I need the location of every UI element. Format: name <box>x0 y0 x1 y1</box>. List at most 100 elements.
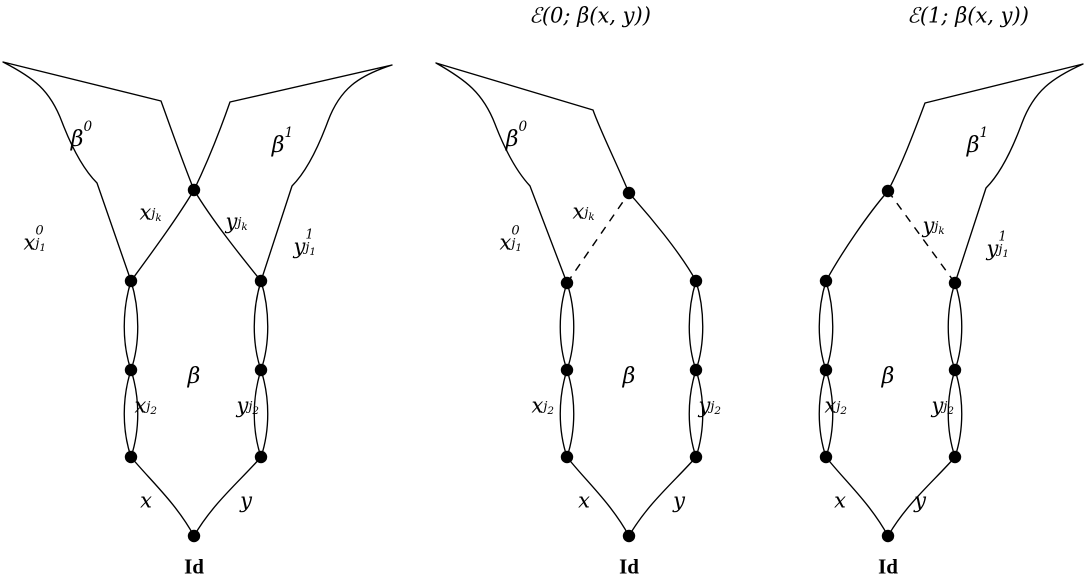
edge-left-right-bigon2-inner <box>253 280 262 371</box>
edge-y-middle: y <box>673 488 685 513</box>
edge-right-bottom-left <box>825 456 889 537</box>
edge-right-right-bigon-outer <box>954 369 963 458</box>
middle-vertex-apex <box>622 186 636 200</box>
title-middle: ℰ(0; β(x, y)) <box>529 3 651 28</box>
right-vertex-right-lower <box>948 450 962 464</box>
edge-right-left-bigon2-outer <box>818 280 827 371</box>
edge-middle-left-bigon-inner <box>566 369 575 458</box>
edge-left-left-bigon2-inner <box>130 280 139 371</box>
right-vertex-right-middle <box>948 363 962 377</box>
edge-x-middle: x <box>578 488 590 513</box>
right-vertex-apex <box>881 184 895 198</box>
edge-right-dashed-diagonal <box>887 190 956 284</box>
cell-beta-right: β <box>881 364 895 389</box>
edge-middle-right-up-to-apex <box>628 192 697 282</box>
middle-vertex-right-lower <box>689 450 703 464</box>
edge-left-left-bigon2-outer <box>123 280 132 371</box>
panel-left-geometry <box>2 61 393 537</box>
edge-middle-right-bigon-outer <box>695 369 704 458</box>
edge-left-wing-right <box>193 64 393 282</box>
edge-left-apex-right <box>193 189 262 282</box>
middle-vertex-left-upper <box>560 276 574 290</box>
vertex-dots-group <box>124 183 962 543</box>
edge-left-right-bigon-inner <box>253 369 262 458</box>
cell-beta-left: β <box>187 364 201 389</box>
edge-right-right-bigon2-inner <box>947 282 956 371</box>
edge-middle-right-bigon2-inner <box>688 280 697 371</box>
left-vertex-identity <box>187 529 201 543</box>
edge-right-left-bigon-inner <box>825 369 834 458</box>
middle-vertex-right-upper <box>689 274 703 288</box>
panel-middle-geometry <box>435 62 704 537</box>
middle-vertex-identity <box>622 529 636 543</box>
edge-left-apex-left <box>130 189 195 282</box>
middle-vertex-left-middle <box>560 363 574 377</box>
right-vertex-left-upper <box>819 274 833 288</box>
edge-middle-dashed-diagonal <box>566 192 630 284</box>
edge-left-wing-left <box>2 61 195 282</box>
right-vertex-left-lower <box>819 450 833 464</box>
edge-right-bottom-right <box>887 456 956 537</box>
edge-left-outer-left-arc-lower <box>130 456 195 537</box>
left-vertex-left-upper <box>124 274 138 288</box>
right-vertex-identity <box>881 529 895 543</box>
edge-right-wing <box>887 63 1084 284</box>
edge-x-left: x <box>140 488 152 513</box>
edge-middle-bottom-left <box>566 456 630 537</box>
right-vertex-left-middle <box>819 363 833 377</box>
edge-right-left-bigon2-inner <box>825 280 834 371</box>
id-middle: Id <box>619 554 639 579</box>
left-vertex-left-middle <box>124 363 138 377</box>
edge-middle-left-bigon-outer <box>559 369 568 458</box>
left-vertex-left-lower <box>124 450 138 464</box>
edge-right-left-bigon-outer <box>818 369 827 458</box>
left-vertex-apex <box>187 183 201 197</box>
edge-right-right-bigon-inner <box>947 369 956 458</box>
edge-y-left: y <box>240 488 252 513</box>
edge-left-left-bigon-inner <box>130 369 139 458</box>
edge-middle-bottom-right <box>628 456 697 537</box>
cell-beta-middle: β <box>622 364 636 389</box>
left-vertex-right-middle <box>254 363 268 377</box>
edge-left-right-bigon2-outer <box>260 280 269 371</box>
title-right: ℰ(1; β(x, y)) <box>907 3 1029 28</box>
edge-left-right-bigon-outer <box>260 369 269 458</box>
edge-middle-left-bigon2-outer <box>559 282 568 371</box>
middle-vertex-right-middle <box>689 363 703 377</box>
edge-right-right-bigon2-outer <box>954 282 963 371</box>
panel-right-geometry <box>818 63 1084 537</box>
edge-left-left-bigon-outer <box>123 369 132 458</box>
id-right: Id <box>878 554 898 579</box>
id-left: Id <box>184 554 204 579</box>
edge-middle-right-bigon2-outer <box>695 280 704 371</box>
edge-middle-right-bigon-inner <box>688 369 697 458</box>
left-vertex-right-upper <box>254 274 268 288</box>
edge-middle-wing <box>435 62 630 284</box>
edge-y-right: y <box>914 488 926 513</box>
edge-middle-left-bigon2-inner <box>566 282 575 371</box>
edge-x-right: x <box>834 488 846 513</box>
edge-right-left-up-to-apex <box>825 190 889 282</box>
middle-vertex-left-lower <box>560 450 574 464</box>
left-vertex-right-lower <box>254 450 268 464</box>
